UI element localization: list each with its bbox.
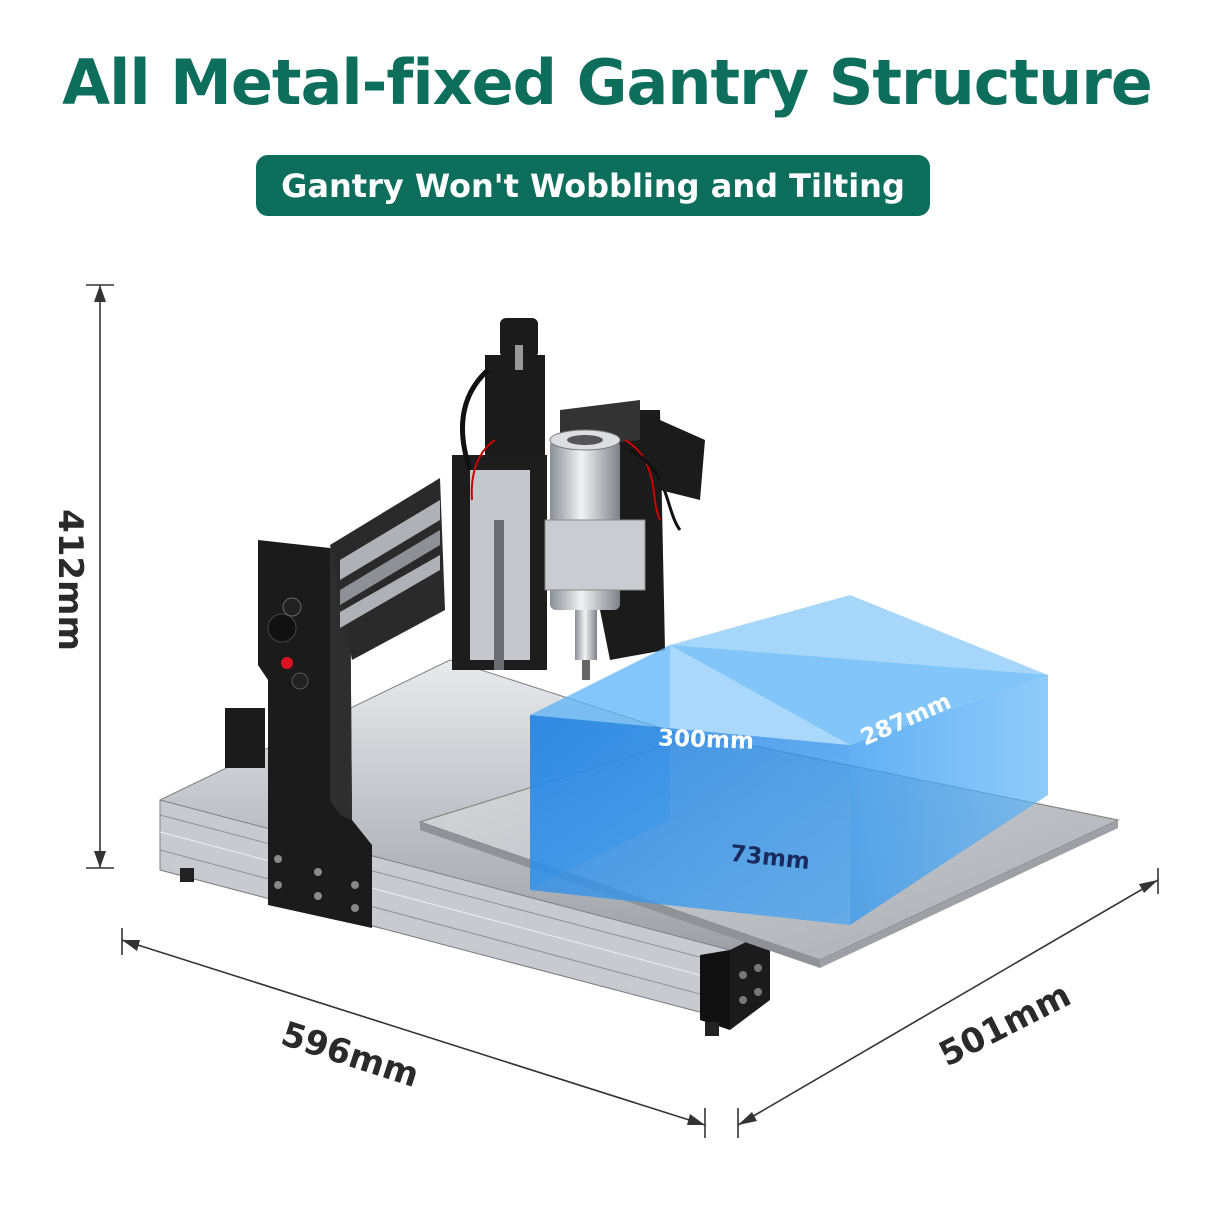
height-dimension-label: 412mm	[50, 509, 90, 651]
work-volume-x-label: 300mm	[657, 725, 755, 755]
headline: All Metal-fixed Gantry Structure	[62, 46, 1153, 119]
height-dimension-line	[86, 284, 114, 869]
spindle	[544, 429, 682, 680]
width-dimension-line	[737, 868, 1159, 1138]
length-dimension-line	[121, 928, 706, 1138]
work-volume-box	[530, 595, 1048, 925]
subheadline-text: Gantry Won't Wobbling and Tilting	[281, 166, 905, 205]
gantry-side-plate	[258, 540, 372, 928]
z-axis-carriage	[452, 318, 547, 670]
subheadline-banner: Gantry Won't Wobbling and Tilting	[256, 155, 930, 216]
x-axis-motor	[660, 420, 705, 500]
